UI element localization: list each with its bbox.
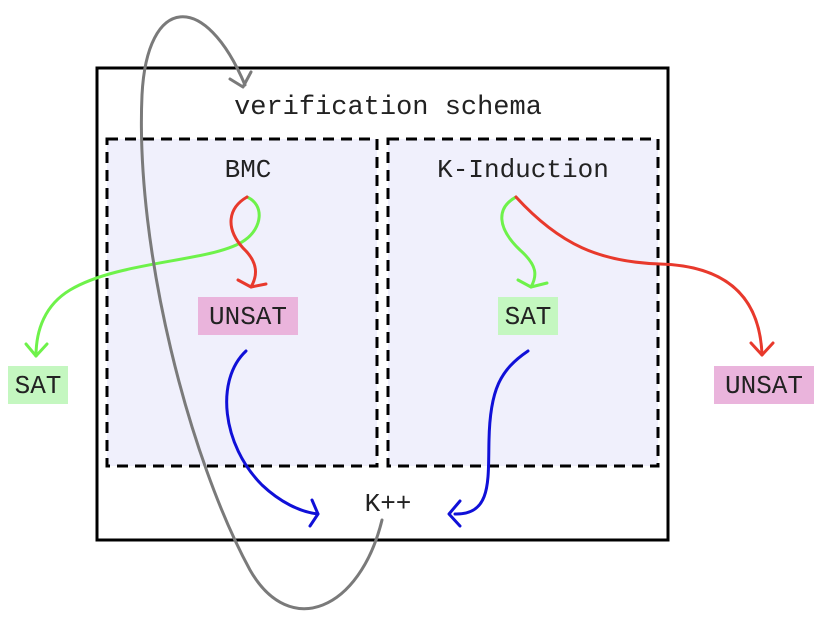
kinduction-sat-to-kplusplus-arrow (453, 349, 530, 516)
bmc-title: BMC (225, 155, 272, 185)
kinduction-sat-to-kplusplus-arrowhead (447, 499, 462, 528)
verification-schema-title: verification schema (234, 93, 542, 123)
k-induction-title: K-Induction (437, 155, 609, 185)
kinduction-to-sat-arrowhead (516, 278, 549, 289)
kplusplus-label: K++ (365, 489, 412, 519)
kinduction-sat-badge-bg (498, 297, 558, 335)
bmc-to-unsat-arrowhead (236, 278, 268, 289)
kinduction-unsat-outside-badge-bg (714, 366, 814, 404)
kplusplus-loop-arrowhead (228, 70, 253, 89)
bmc-unsat-to-kplusplus-arrowhead (308, 498, 320, 528)
bmc-to-sat-arrow (34, 195, 261, 358)
kinduction-unsat-outside-label: UNSAT (725, 371, 803, 401)
kinduction-to-sat-arrow (500, 195, 537, 289)
bmc-sat-outside-badge-bg (8, 366, 68, 404)
bmc-sat-outside-label: SAT (15, 371, 62, 401)
bmc-unsat-to-kplusplus-arrow (225, 349, 320, 516)
kinduction-to-unsat-arrow (514, 195, 764, 357)
bmc-to-sat-arrowhead (24, 342, 49, 358)
bmc-unsat-badge-bg (198, 297, 298, 335)
kinduction-sat-label: SAT (505, 302, 552, 332)
bmc-to-unsat-arrow (229, 195, 257, 289)
bmc-unsat-label: UNSAT (209, 302, 287, 332)
kplusplus-loop-arrow (139, 15, 384, 611)
kinduction-to-unsat-arrowhead (749, 341, 775, 357)
